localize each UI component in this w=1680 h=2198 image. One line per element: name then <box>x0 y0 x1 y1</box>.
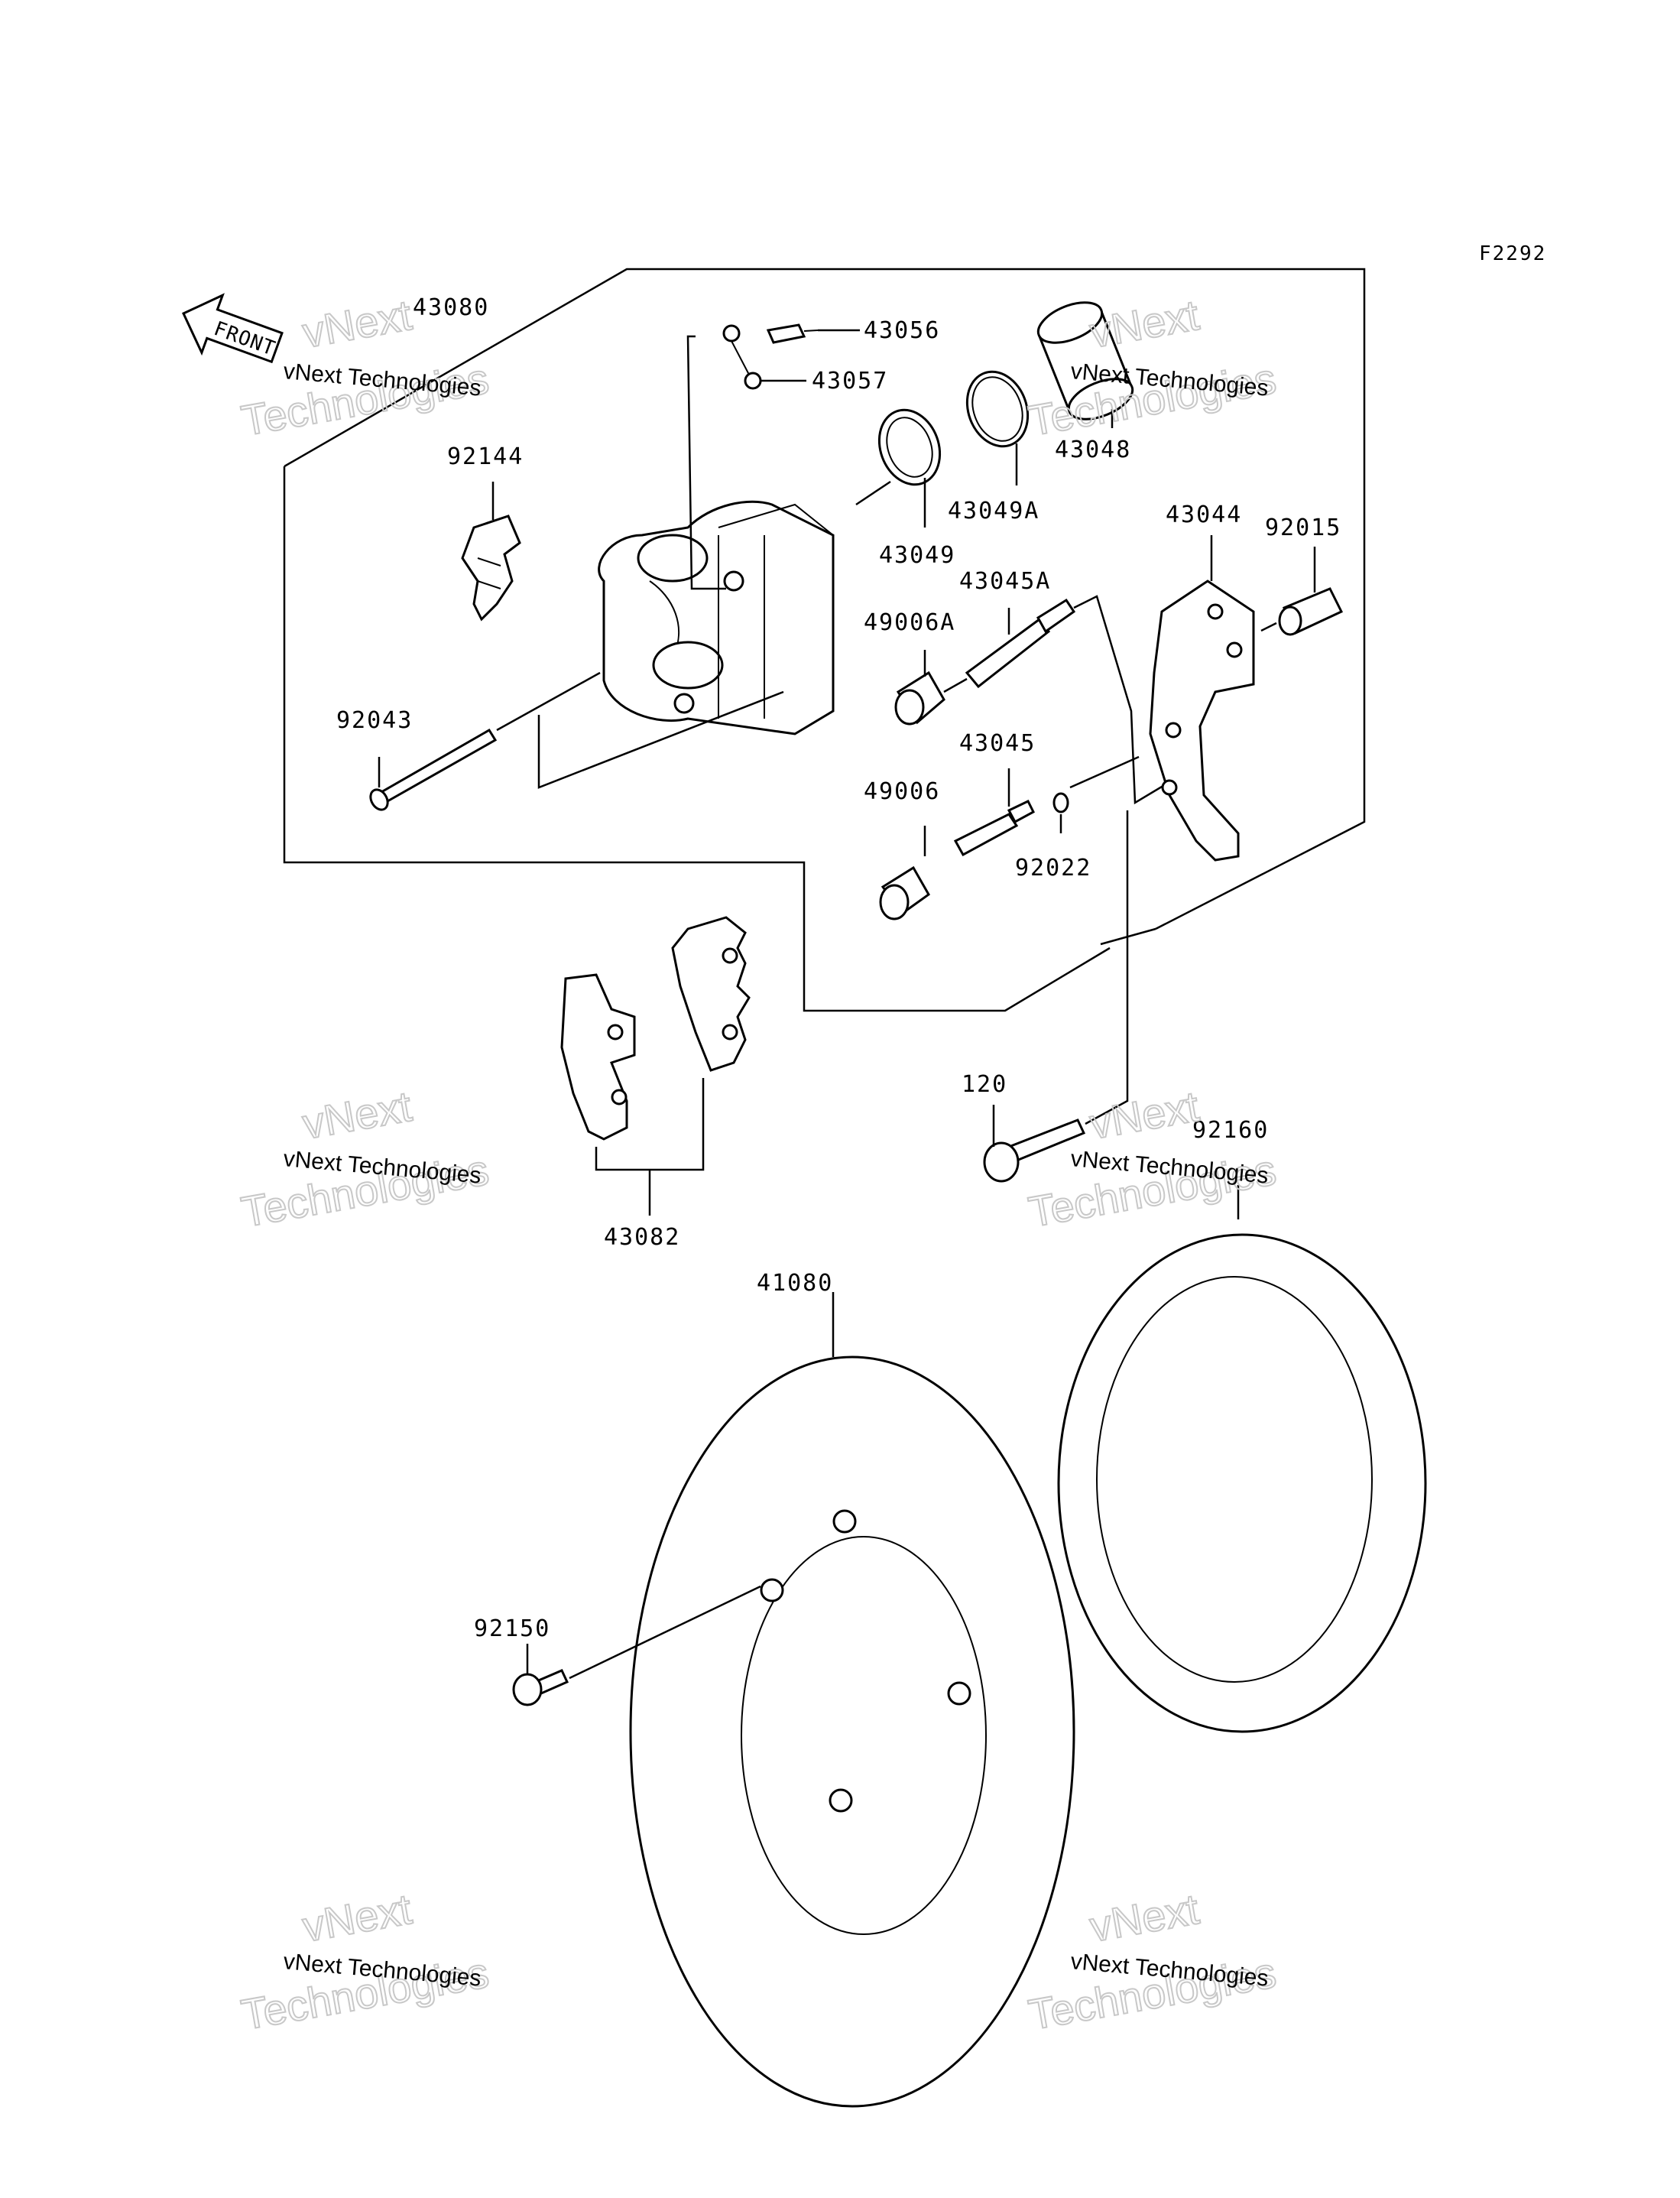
label-43056: 43056 <box>864 317 940 344</box>
label-43044: 43044 <box>1166 502 1242 528</box>
svg-text:vNext: vNext <box>299 1885 415 1951</box>
label-43045: 43045 <box>959 730 1036 757</box>
label-43049: 43049 <box>879 542 955 569</box>
label-43082: 43082 <box>604 1224 680 1251</box>
pad-spring <box>461 515 521 622</box>
boot-upper <box>894 670 945 726</box>
bleeder-valve <box>766 323 819 344</box>
label-92144: 92144 <box>447 443 524 470</box>
svg-text:vNext: vNext <box>1086 1082 1202 1148</box>
brake-pad-left <box>560 973 636 1141</box>
slide-pin-lower <box>953 800 1035 857</box>
svg-text:vNext: vNext <box>1086 291 1202 357</box>
front-arrow-icon: FRONT <box>182 293 284 364</box>
label-92160: 92160 <box>1192 1117 1269 1144</box>
caliper-piston <box>1036 301 1134 420</box>
label-120: 120 <box>962 1071 1007 1098</box>
disc-cover <box>1057 1233 1427 1733</box>
svg-text:vNext: vNext <box>299 1082 415 1148</box>
label-92043: 92043 <box>336 707 413 734</box>
label-41080: 41080 <box>757 1270 833 1297</box>
caliper-assembly-outline <box>283 268 1366 1012</box>
label-49006A: 49006A <box>864 609 955 636</box>
brake-disc <box>629 1355 1075 2108</box>
svg-text:vNext: vNext <box>1086 1885 1202 1951</box>
mounting-bolt <box>983 1118 1086 1183</box>
label-43080: 43080 <box>413 294 489 321</box>
slide-pin-upper <box>965 598 1076 689</box>
caliper-pin <box>369 728 498 811</box>
piston-seal <box>877 408 942 486</box>
label-92022: 92022 <box>1015 855 1091 881</box>
bleeder-cap <box>722 324 762 390</box>
label-43048: 43048 <box>1055 437 1131 463</box>
figure-code: F2292 <box>1479 242 1546 265</box>
caliper-body <box>598 500 835 735</box>
boot-lower <box>879 865 930 920</box>
washer <box>1052 792 1069 813</box>
disc-bolt <box>512 1669 569 1706</box>
label-92150: 92150 <box>474 1615 550 1642</box>
label-43049A: 43049A <box>948 498 1039 524</box>
bracket-collar <box>1278 587 1344 636</box>
caliper-bracket <box>1149 580 1255 862</box>
label-43045A: 43045A <box>959 568 1051 595</box>
brake-pad-right <box>671 916 751 1072</box>
svg-text:vNext: vNext <box>299 291 415 357</box>
label-49006: 49006 <box>864 778 940 805</box>
label-92015: 92015 <box>1265 515 1341 541</box>
dust-seal <box>965 370 1030 448</box>
label-43057: 43057 <box>812 368 888 394</box>
